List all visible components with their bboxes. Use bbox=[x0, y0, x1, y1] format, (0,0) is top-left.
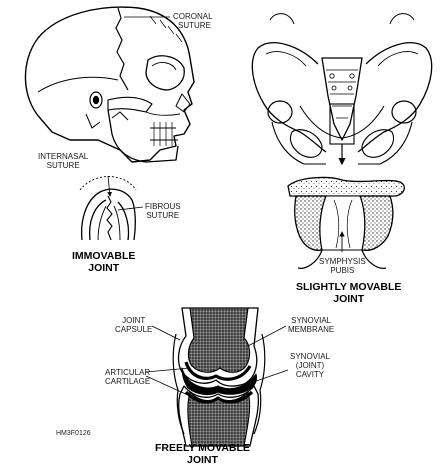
label-line: SUTURE bbox=[46, 161, 80, 170]
caption-freely-movable-joint: FREELY MOVABLE JOINT bbox=[155, 442, 250, 466]
label-synovial-membrane: SYNOVIAL MEMBRANE bbox=[288, 316, 334, 334]
label-line: CARTILAGE bbox=[105, 377, 151, 386]
label-line: SYNOVIAL bbox=[291, 316, 332, 325]
label-articular-cartilage: ARTICULAR CARTILAGE bbox=[105, 368, 150, 386]
synovial-membrane-leader bbox=[247, 325, 287, 347]
label-fibrous-suture: FIBROUS SUTURE bbox=[145, 202, 181, 220]
pelvis-illustration bbox=[251, 13, 433, 165]
joint-capsule-leader bbox=[151, 325, 181, 341]
label-line: CORONAL bbox=[173, 12, 213, 21]
articular-cartilage-leader-2 bbox=[145, 375, 191, 397]
caption-line: FREELY MOVABLE bbox=[155, 442, 250, 454]
symphysis-detail-illustration bbox=[287, 176, 405, 269]
label-line: SYNOVIAL bbox=[290, 352, 331, 361]
caption-slightly-movable-joint: SLIGHTLY MOVABLE JOINT bbox=[296, 281, 401, 305]
label-line: ARTICULAR bbox=[105, 368, 151, 377]
fibrous-suture-leader bbox=[117, 206, 144, 211]
caption-line: JOINT bbox=[88, 262, 120, 274]
label-line: JOINT bbox=[122, 316, 146, 325]
label-line: SYMPHYSIS bbox=[319, 257, 366, 266]
label-coronal-suture: CORONAL SUTURE bbox=[173, 12, 213, 30]
label-line: MEMBRANE bbox=[288, 325, 335, 334]
figure-code: HM3F0126 bbox=[56, 430, 91, 437]
synovial-cavity-leader bbox=[235, 369, 289, 389]
articular-cartilage-leader-1 bbox=[145, 367, 191, 373]
label-line: SUTURE bbox=[178, 21, 211, 30]
label-line: FIBROUS bbox=[145, 202, 181, 211]
label-synovial-cavity: SYNOVIAL (JOINT) CAVITY bbox=[290, 352, 330, 379]
caption-line: IMMOVABLE bbox=[72, 250, 136, 262]
skull-illustration bbox=[24, 6, 195, 163]
caption-line: SLIGHTLY MOVABLE bbox=[296, 281, 402, 293]
label-internasal-suture: INTERNASAL SUTURE bbox=[38, 152, 88, 170]
synovial-joint-illustration bbox=[172, 307, 266, 447]
internasal-suture-arrow bbox=[107, 175, 112, 197]
label-line: SUTURE bbox=[146, 211, 180, 220]
label-line: CAPSULE bbox=[115, 325, 153, 334]
label-symphysis-pubis: SYMPHYSIS PUBIS bbox=[319, 257, 366, 275]
caption-line: JOINT bbox=[186, 454, 218, 466]
caption-line: JOINT bbox=[333, 293, 365, 305]
label-line: CAVITY bbox=[295, 370, 325, 379]
label-line: INTERNASAL bbox=[38, 152, 89, 161]
internasal-suture-illustration bbox=[80, 188, 136, 241]
label-line: PUBIS bbox=[330, 266, 355, 275]
suture-outline bbox=[79, 176, 137, 191]
caption-immovable-joint: IMMOVABLE JOINT bbox=[72, 250, 135, 274]
label-line: (JOINT) bbox=[295, 361, 325, 370]
label-joint-capsule: JOINT CAPSULE bbox=[115, 316, 152, 334]
